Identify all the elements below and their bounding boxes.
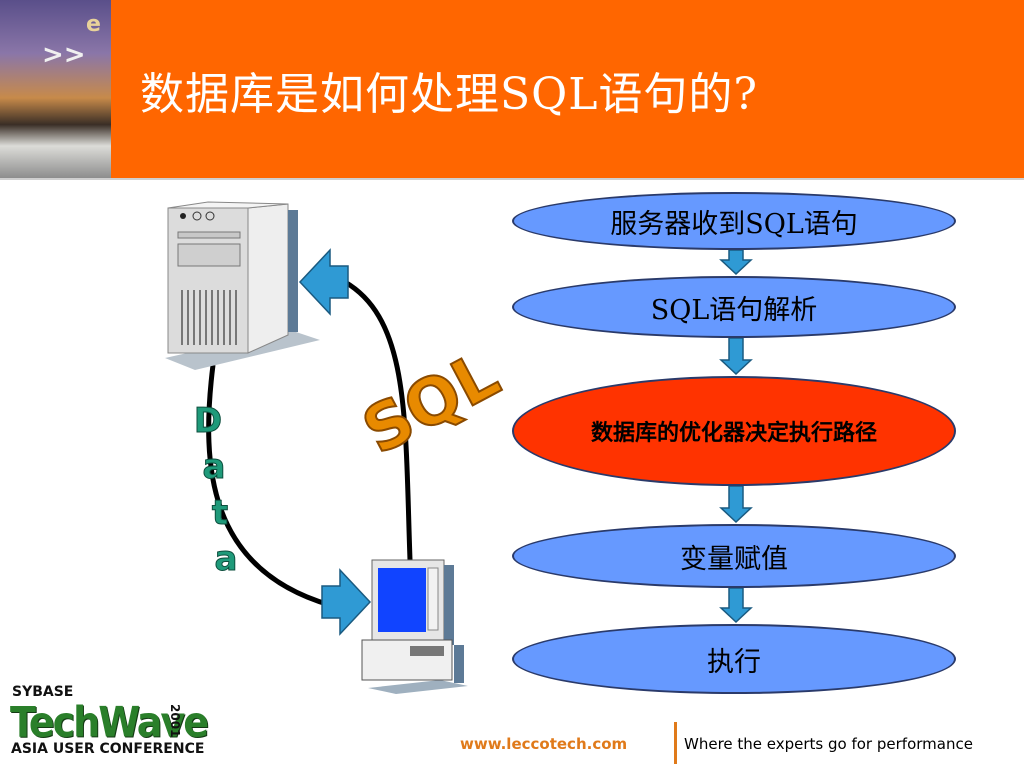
data-letter: a xyxy=(203,447,226,487)
down-arrow-icon xyxy=(719,249,753,276)
flow-connector-arrows xyxy=(719,249,753,624)
flow-step-2-label: SQL语句解析 xyxy=(650,294,818,326)
header-bar xyxy=(111,0,1024,178)
logo-year: 2001 xyxy=(168,704,182,738)
data-curve xyxy=(206,364,331,608)
flow-step-4: 变量赋值 xyxy=(512,524,956,588)
data-letter: t xyxy=(212,493,228,533)
flow-step-1: 服务器收到SQL语句 xyxy=(512,192,956,250)
photo-glyph-e: e xyxy=(86,12,101,37)
logo-line-sybase: SYBASE xyxy=(12,684,74,700)
sybase-techwave-logo: SYBASE TechWave ASIA USER CONFERENCE 200… xyxy=(8,684,209,764)
arrow-to-server-icon xyxy=(298,248,349,316)
flow-step-5: 执行 xyxy=(512,624,956,694)
down-arrow-icon xyxy=(719,587,753,624)
arrow-to-workstation-icon xyxy=(321,568,372,636)
header-photo: e >> xyxy=(0,0,111,178)
workstation-icon xyxy=(361,559,468,694)
down-arrow-icon xyxy=(719,337,753,376)
server-icon xyxy=(165,201,320,370)
footer-separator xyxy=(674,722,677,764)
footer-url-link[interactable]: www.leccotech.com xyxy=(460,735,628,753)
down-arrow-icon xyxy=(719,485,753,524)
flow-step-1-label: 服务器收到SQL语句 xyxy=(610,208,858,240)
flow-step-4-label: 变量赋值 xyxy=(680,543,788,575)
header-divider xyxy=(0,178,1024,180)
logo-line-conference: ASIA USER CONFERENCE xyxy=(11,741,205,757)
data-letter: D xyxy=(194,401,222,441)
flow-step-3: 数据库的优化器决定执行路径 xyxy=(512,376,956,486)
footer-tagline: Where the experts go for performance xyxy=(684,735,973,753)
page-title: 数据库是如何处理SQL语句的? xyxy=(140,69,759,120)
logo-line-techwave: TechWave xyxy=(10,698,209,747)
sql-curve xyxy=(343,279,413,561)
flow-step-2: SQL语句解析 xyxy=(512,276,956,338)
flow-step-3-label: 数据库的优化器决定执行路径 xyxy=(590,421,877,446)
flow-step-5-label: 执行 xyxy=(707,646,761,678)
sql-word-art: SQL xyxy=(352,338,511,470)
photo-glyph-arrows: >> xyxy=(42,40,86,70)
data-letter: a xyxy=(215,539,238,579)
